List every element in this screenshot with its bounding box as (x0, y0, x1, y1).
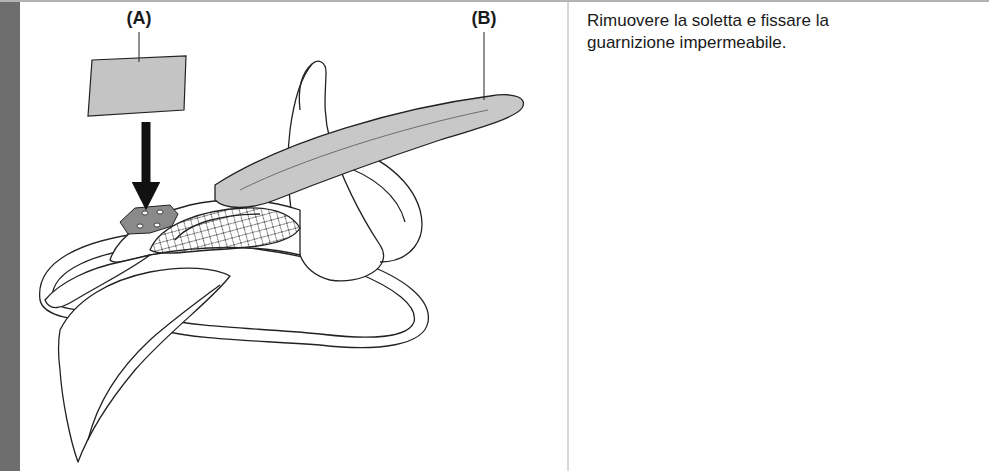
instruction-text: Rimuovere la soletta e fissare la guarni… (587, 10, 877, 54)
side-bar (0, 2, 20, 471)
waterproof-pad (88, 56, 186, 116)
insole (215, 95, 523, 208)
frame-line (0, 0, 989, 2)
part-label: (B) (470, 8, 499, 29)
cleat-plate (120, 205, 178, 234)
insole-edge (240, 110, 488, 190)
leader-line (484, 32, 485, 100)
leader-line (139, 32, 140, 62)
part-label: (A) (125, 8, 154, 29)
insert-arrow (142, 122, 151, 196)
column-divider (568, 2, 569, 471)
plate-holes (137, 210, 163, 228)
